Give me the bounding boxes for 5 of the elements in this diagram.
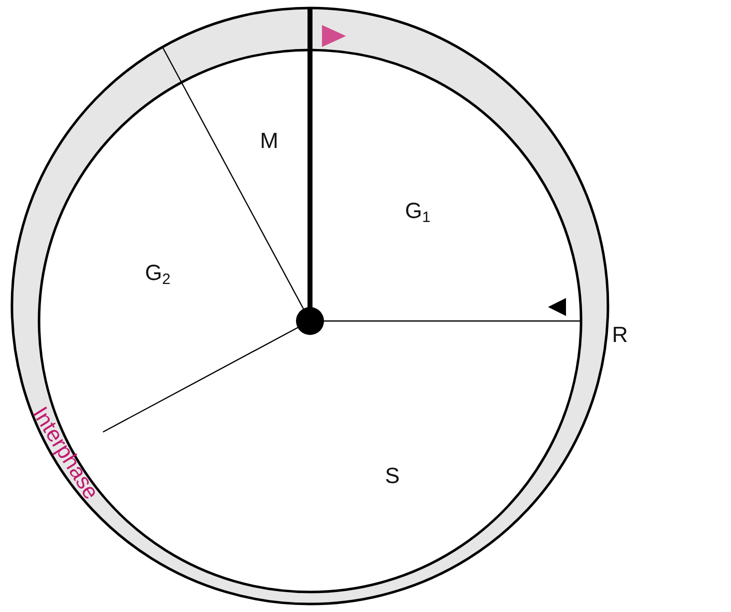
phase-label: G$_{2}$ bbox=[145, 262, 170, 287]
phase-label: S bbox=[385, 465, 400, 487]
phase-label: M bbox=[260, 130, 278, 152]
phase-label: G$_{1}$ bbox=[405, 200, 430, 225]
phase-label: R bbox=[612, 324, 628, 346]
